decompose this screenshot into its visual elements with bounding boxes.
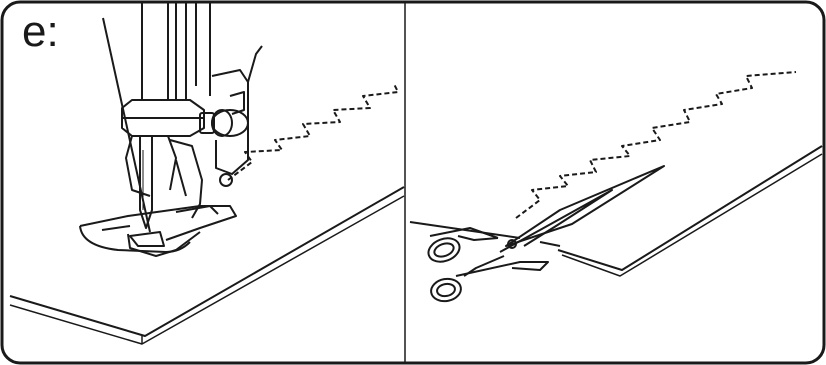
trimming-panel [410, 72, 822, 303]
scissors-handles [425, 228, 548, 303]
presser-foot-screw [122, 100, 248, 136]
fabric-sheet-left [10, 187, 404, 336]
sewing-panel [10, 3, 404, 344]
needle-clamp [212, 46, 262, 186]
step-label: e: [22, 10, 59, 54]
zigzag-stitch-left [228, 84, 398, 180]
zigzag-stitch-right [516, 72, 796, 218]
presser-foot [80, 140, 236, 256]
presser-bar [142, 3, 210, 100]
